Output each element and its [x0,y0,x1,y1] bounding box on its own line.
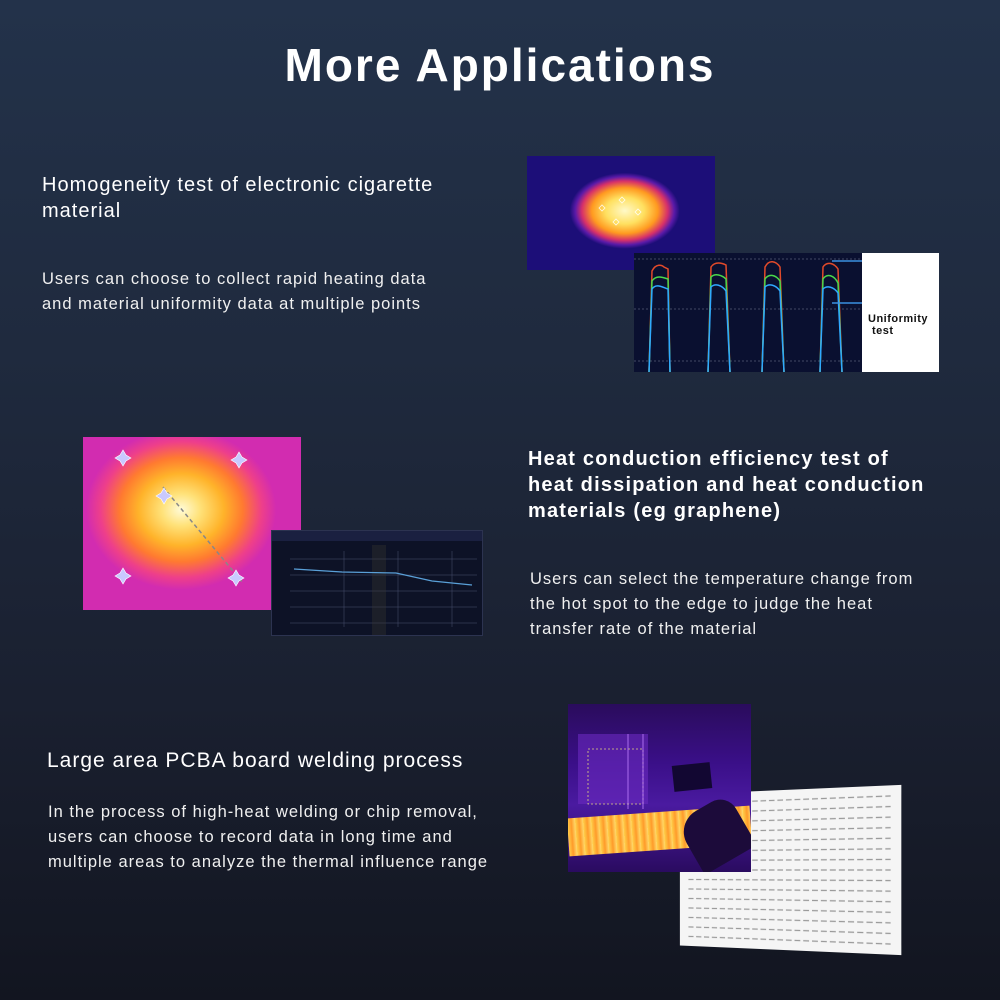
section-2-heading-line: materials (eg graphene) [528,500,782,522]
section-1-heading-line: material [42,200,122,222]
measurement-point-icon [230,451,248,469]
uniformity-test-graph: Uniformity test [634,253,939,372]
temperature-change-chart [271,530,483,636]
section-2-heading: Heat conduction efficiency test of heat … [528,446,988,524]
uniformity-label-line: test [872,325,894,337]
section-2-description: Users can select the temperature change … [530,567,985,642]
temperature-change-plot [272,531,482,635]
section-1-heading: Homogeneity test of electronic cigarette… [42,172,512,224]
section-2-description-line: Users can select the temperature change … [530,570,914,588]
section-3-description-line: users can choose to record data in long … [48,828,453,846]
section-3-heading: Large area PCBA board welding process [47,748,527,774]
section-3-description-line: multiple areas to analyze the thermal in… [48,853,489,871]
section-2-description-line: transfer rate of the material [530,620,758,638]
measurement-point-icon [612,218,620,226]
graphene-thermal-image [83,437,301,610]
graph-side-panel [862,253,939,372]
measurement-point-icon [155,487,173,505]
section-2-heading-line: Heat conduction efficiency test of [528,448,889,470]
section-1-heading-line: Homogeneity test of electronic cigarette [42,174,434,196]
page-title: More Applications [284,39,716,91]
section-2-heading-line: heat dissipation and heat conduction [528,474,925,496]
section-1-description-line: and material uniformity data at multiple… [42,295,421,313]
section-3-description-line: In the process of high-heat welding or c… [48,803,478,821]
chip-shape [671,762,713,792]
measurement-point-icon [618,196,626,204]
measurement-point-icon [634,208,642,216]
hotspot-to-edge-overlay [114,449,248,587]
section-1-description: Users can choose to collect rapid heatin… [42,267,512,317]
measurement-point-icon [114,567,132,585]
pcba-thermal-image [568,704,751,872]
e-cigarette-thermal-overlay [598,196,642,226]
section-3-heading-line: Large area PCBA board welding process [47,749,464,772]
section-2-description-line: the hot spot to the edge to judge the he… [530,595,873,613]
measurement-point-icon [114,449,132,467]
measurement-point-icon [598,204,606,212]
e-cigarette-thermal-image [527,156,715,270]
pcba-thermal-overlay [578,734,648,809]
section-3-description: In the process of high-heat welding or c… [48,800,568,875]
measurement-point-icon [227,569,245,587]
uniformity-label-line: Uniformity [868,313,928,325]
uniformity-test-label: Uniformity test [868,313,939,337]
section-1-description-line: Users can choose to collect rapid heatin… [42,270,427,288]
